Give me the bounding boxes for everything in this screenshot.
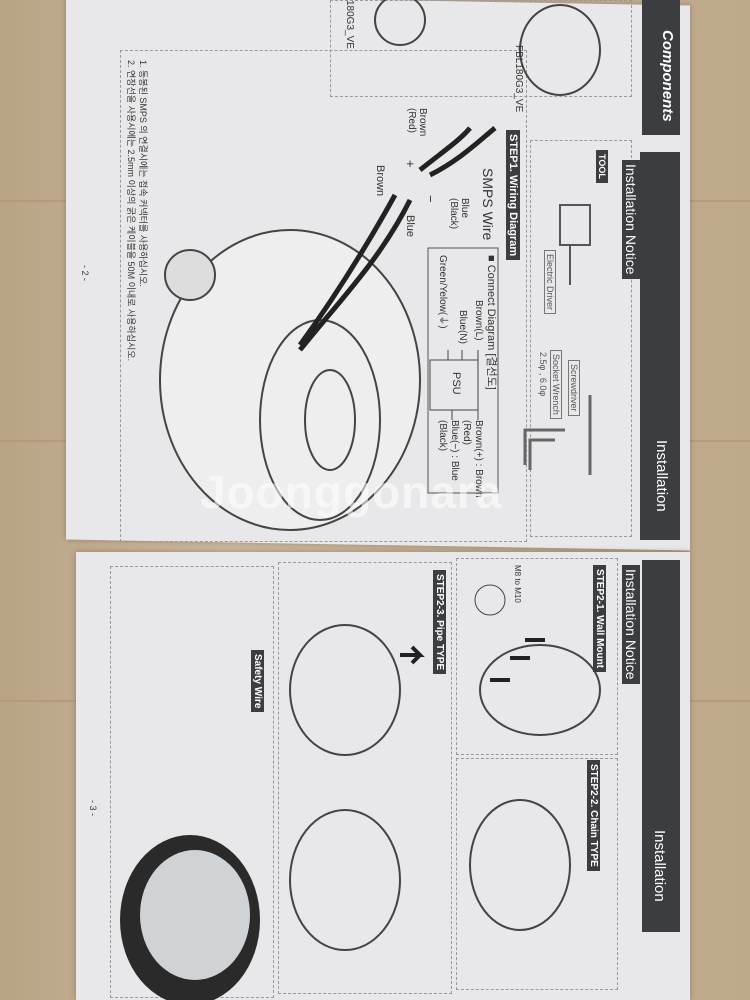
lamp-drawing	[469, 799, 571, 931]
wiring-panel	[120, 50, 527, 542]
watermark: Joonggonara	[200, 466, 503, 518]
lamp-drawing	[479, 644, 601, 736]
cable-drawing	[297, 193, 413, 352]
step2-2-title: STEP2-2. Chain TYPE	[587, 760, 600, 871]
components-panel	[330, 0, 632, 97]
wrench-drawing	[523, 395, 592, 475]
lamp-drawing	[374, 0, 426, 46]
section-header: Installation	[651, 830, 668, 902]
wall-mount-panel	[456, 558, 618, 755]
bolt-size-label: M8 to M10	[513, 565, 522, 603]
notice-title: Installation Notice	[622, 565, 640, 684]
step2-3-title: STEP2-3. Pipe TYPE	[433, 570, 446, 675]
step2-1-title: STEP2-1. Wall Mount	[593, 565, 606, 673]
chain-type-panel	[456, 758, 618, 990]
driver-drawing	[559, 204, 591, 285]
lamp-drawing	[519, 4, 601, 96]
components-header-bar	[642, 0, 680, 135]
lamp-drawing	[289, 624, 401, 756]
page-number: - 3 -	[88, 800, 98, 817]
tool-panel	[530, 140, 632, 537]
psu-box	[429, 359, 479, 411]
lamp-drawing	[159, 229, 421, 531]
safety-wire-title: Safety Wire	[251, 650, 264, 713]
installation-header-bar	[640, 152, 680, 540]
installation-header-bar	[642, 560, 680, 932]
lamp-drawing	[289, 809, 401, 951]
pipe-type-panel	[278, 562, 452, 994]
